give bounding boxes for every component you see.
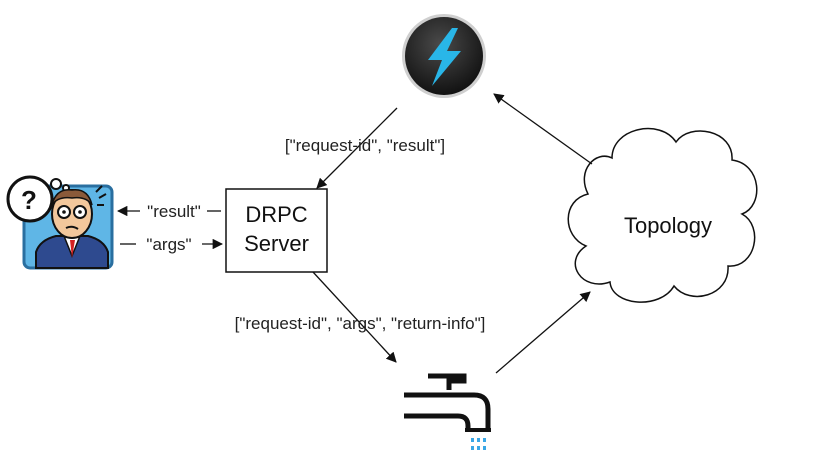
edge-label-server-to-spout: ["request-id", "args", "return-info"] [235, 314, 486, 333]
arrow-bolt-to-server [316, 107, 398, 189]
water-faucet-icon [404, 373, 491, 450]
arrow-spout-to-topology [495, 291, 591, 374]
confused-man-icon: ? [6, 175, 114, 270]
svg-text:?: ? [21, 185, 37, 215]
server-label-line1: DRPC [245, 202, 307, 227]
edge-label-bolt-to-server: ["request-id", "result"] [285, 136, 445, 155]
topology-cloud: Topology [567, 127, 758, 303]
server-label-line2: Server [244, 231, 309, 256]
lightning-bolt-icon [402, 14, 486, 98]
edge-label-result: "result" [147, 202, 201, 221]
arrow-server-to-spout [312, 271, 397, 363]
topology-label: Topology [624, 213, 712, 238]
edge-label-args: "args" [146, 235, 191, 254]
arrow-topology-to-bolt [493, 93, 593, 165]
drpc-server-node: DRPC Server [225, 188, 328, 273]
